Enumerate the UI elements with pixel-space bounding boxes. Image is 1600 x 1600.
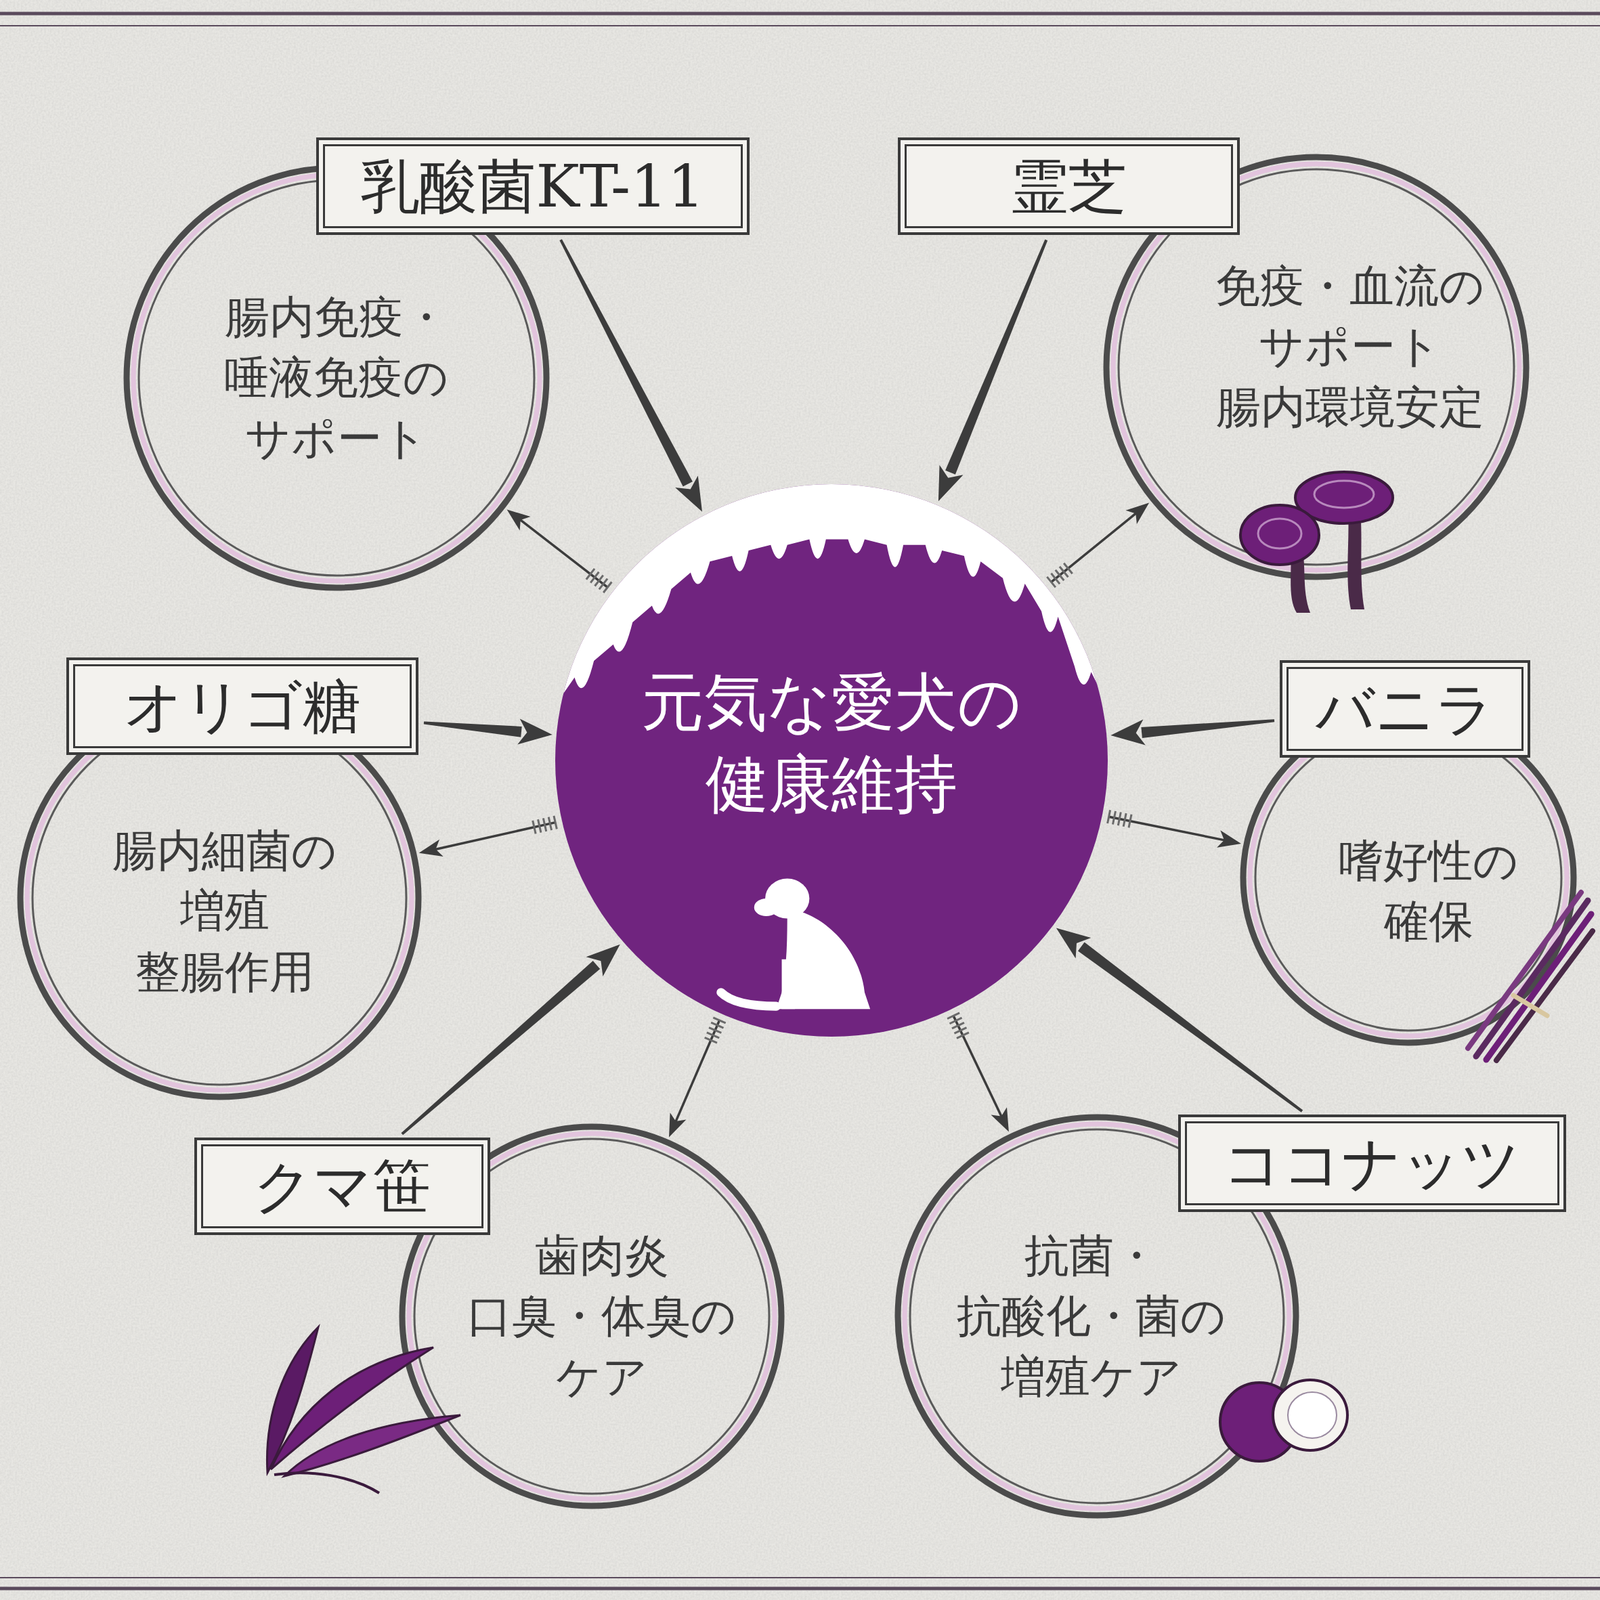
- connector-line: [674, 1020, 720, 1125]
- heading-label: オリゴ糖: [66, 657, 419, 755]
- connector-tick: [710, 1022, 724, 1028]
- connector-arrow: [401, 944, 621, 1136]
- connector-arrow: [947, 1012, 1009, 1133]
- body-text: 腸内免疫・ 唾液免疫の サポート: [221, 287, 452, 468]
- connector-tick: [947, 1012, 960, 1020]
- ingredient-circle: オリゴ糖腸内細菌の 増殖 整腸作用: [16, 694, 423, 1101]
- body-text: 免疫・血流の サポート 腸内環境安定: [1212, 255, 1488, 437]
- body-text: 抗菌・ 抗酸化・菌の 増殖ケア: [954, 1225, 1229, 1407]
- heading-label: ココナッツ: [1178, 1114, 1567, 1213]
- wedge-shaft: [423, 721, 523, 738]
- connector-tick: [1128, 814, 1132, 829]
- wedge-shaft: [559, 239, 693, 487]
- arrow-head: [586, 944, 621, 977]
- arrow-head: [507, 509, 531, 531]
- dog-silhouette: [721, 878, 871, 1010]
- connector-tick: [1117, 812, 1121, 827]
- frame-lines: [0, 13, 1600, 1589]
- body-text: 腸内細菌の 増殖 整腸作用: [109, 820, 340, 1002]
- connector-tick: [1123, 813, 1127, 827]
- ingredient-circle: クマ笹歯肉炎 口臭・体臭の ケア: [398, 1122, 786, 1510]
- arrow-head: [991, 1107, 1009, 1132]
- connector-tick: [712, 1017, 726, 1024]
- connector-tick: [708, 1027, 722, 1034]
- connector-tick: [1063, 563, 1073, 575]
- ring-line: [138, 180, 535, 576]
- heading-label: 霊芝: [897, 137, 1240, 235]
- connector-line: [1109, 816, 1229, 841]
- ring-line: [1255, 724, 1562, 1031]
- arrow-head: [1216, 830, 1242, 848]
- ingredient-circle: ココナッツ抗菌・ 抗酸化・菌の 増殖ケア: [893, 1113, 1301, 1520]
- vanilla-pods: [1467, 892, 1593, 1061]
- connector-tick: [1112, 811, 1116, 825]
- heading-label: バニラ: [1279, 660, 1531, 758]
- connector-tick: [1107, 809, 1111, 824]
- ring-line: [32, 710, 407, 1085]
- connector-arrow: [1107, 809, 1242, 848]
- ring-line: [27, 705, 412, 1091]
- coconut: [1220, 1379, 1348, 1462]
- hub-circle: 元気な愛犬の 健康維持: [555, 484, 1108, 1037]
- connector-arrow: [1110, 719, 1275, 745]
- arrow-head: [1056, 928, 1091, 959]
- connector-arrow: [938, 239, 1048, 502]
- ring-line: [20, 698, 419, 1097]
- ring-line: [133, 174, 540, 581]
- arrow-head: [1110, 719, 1146, 746]
- arrow-head: [419, 839, 444, 857]
- connector-tick: [548, 817, 552, 831]
- connector-tick: [538, 819, 542, 833]
- arrow-head: [668, 1112, 686, 1137]
- connector-tick: [706, 1032, 720, 1039]
- connector-tick: [704, 1037, 718, 1043]
- connector-line: [953, 1015, 1003, 1120]
- connector-line: [431, 822, 556, 851]
- connector-tick: [954, 1027, 967, 1034]
- bamboo-leaves: [266, 1327, 461, 1494]
- arrow-head: [1126, 502, 1150, 525]
- connector-tick: [952, 1022, 965, 1029]
- hub-fill: [555, 484, 1108, 1037]
- reishi-mushroom: [1240, 471, 1393, 613]
- ring-line: [1249, 719, 1567, 1036]
- heading-label: クマ笹: [194, 1137, 491, 1236]
- ingredient-circle: 乳酸菌KT-11腸内免疫・ 唾液免疫の サポート: [122, 163, 551, 592]
- connector-arrow: [419, 815, 558, 857]
- wedge-shaft: [401, 960, 601, 1135]
- connector-tick: [543, 817, 546, 832]
- wedge-shaft: [1140, 719, 1275, 739]
- arrow-head: [938, 465, 964, 502]
- connector-tick: [949, 1017, 963, 1024]
- connector-line: [517, 517, 608, 588]
- ring-line: [1243, 712, 1574, 1043]
- connector-tick: [956, 1032, 969, 1039]
- arrow-head: [517, 719, 553, 745]
- hub-text: 元気な愛犬の 健康維持: [638, 661, 1025, 826]
- connector-tick: [532, 820, 536, 835]
- body-text: 嗜好性の 確保: [1335, 830, 1522, 952]
- connector-arrow: [507, 509, 613, 594]
- connector-arrow: [559, 239, 703, 512]
- ingredient-circle: 霊芝免疫・血流の サポート 腸内環境安定: [1102, 153, 1531, 581]
- connector-tick: [586, 568, 595, 580]
- heading-label: 乳酸菌KT-11: [316, 137, 750, 235]
- connector-arrow: [423, 719, 553, 745]
- wedge-shaft: [945, 239, 1048, 475]
- ingredient-circle: バニラ嗜好性の 確保: [1239, 708, 1578, 1047]
- body-text: 歯肉炎 口臭・体臭の ケア: [464, 1225, 740, 1407]
- connector-arrow: [668, 1017, 726, 1138]
- connector-arrow: [1046, 502, 1150, 588]
- connector-line: [1051, 511, 1139, 583]
- connector-tick: [553, 815, 557, 830]
- arrow-head: [675, 476, 703, 512]
